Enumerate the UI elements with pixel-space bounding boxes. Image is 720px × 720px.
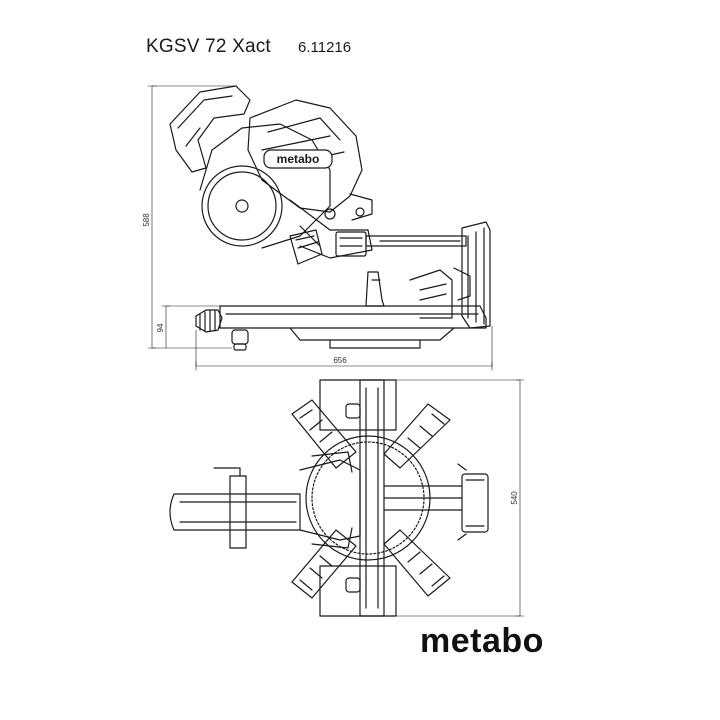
top-view xyxy=(169,379,525,617)
machine-brand-label: metabo xyxy=(277,152,320,166)
top-view-fence xyxy=(359,379,385,617)
article-number: 6.11216 xyxy=(298,39,352,56)
metabo-logo: metabo xyxy=(420,622,544,660)
model-name: KGSV 72 Xact xyxy=(146,36,271,57)
top-view-support-arms xyxy=(291,399,451,599)
dimension-table-height: 94 xyxy=(156,323,165,332)
side-view-front-knob xyxy=(195,309,223,333)
side-view-rear-column xyxy=(461,221,491,329)
dimension-depth: 540 xyxy=(510,491,519,505)
side-view-handle xyxy=(169,85,251,173)
side-view-motor xyxy=(247,99,363,213)
side-view xyxy=(147,85,493,371)
top-view-arm xyxy=(169,493,301,531)
side-view-base xyxy=(219,305,487,329)
top-view-rear-column xyxy=(461,473,489,533)
side-view-blade-guard xyxy=(199,123,331,249)
dimension-length: 656 xyxy=(333,356,347,365)
dimension-height: 588 xyxy=(142,213,151,227)
side-view-saw-blade xyxy=(201,165,283,247)
